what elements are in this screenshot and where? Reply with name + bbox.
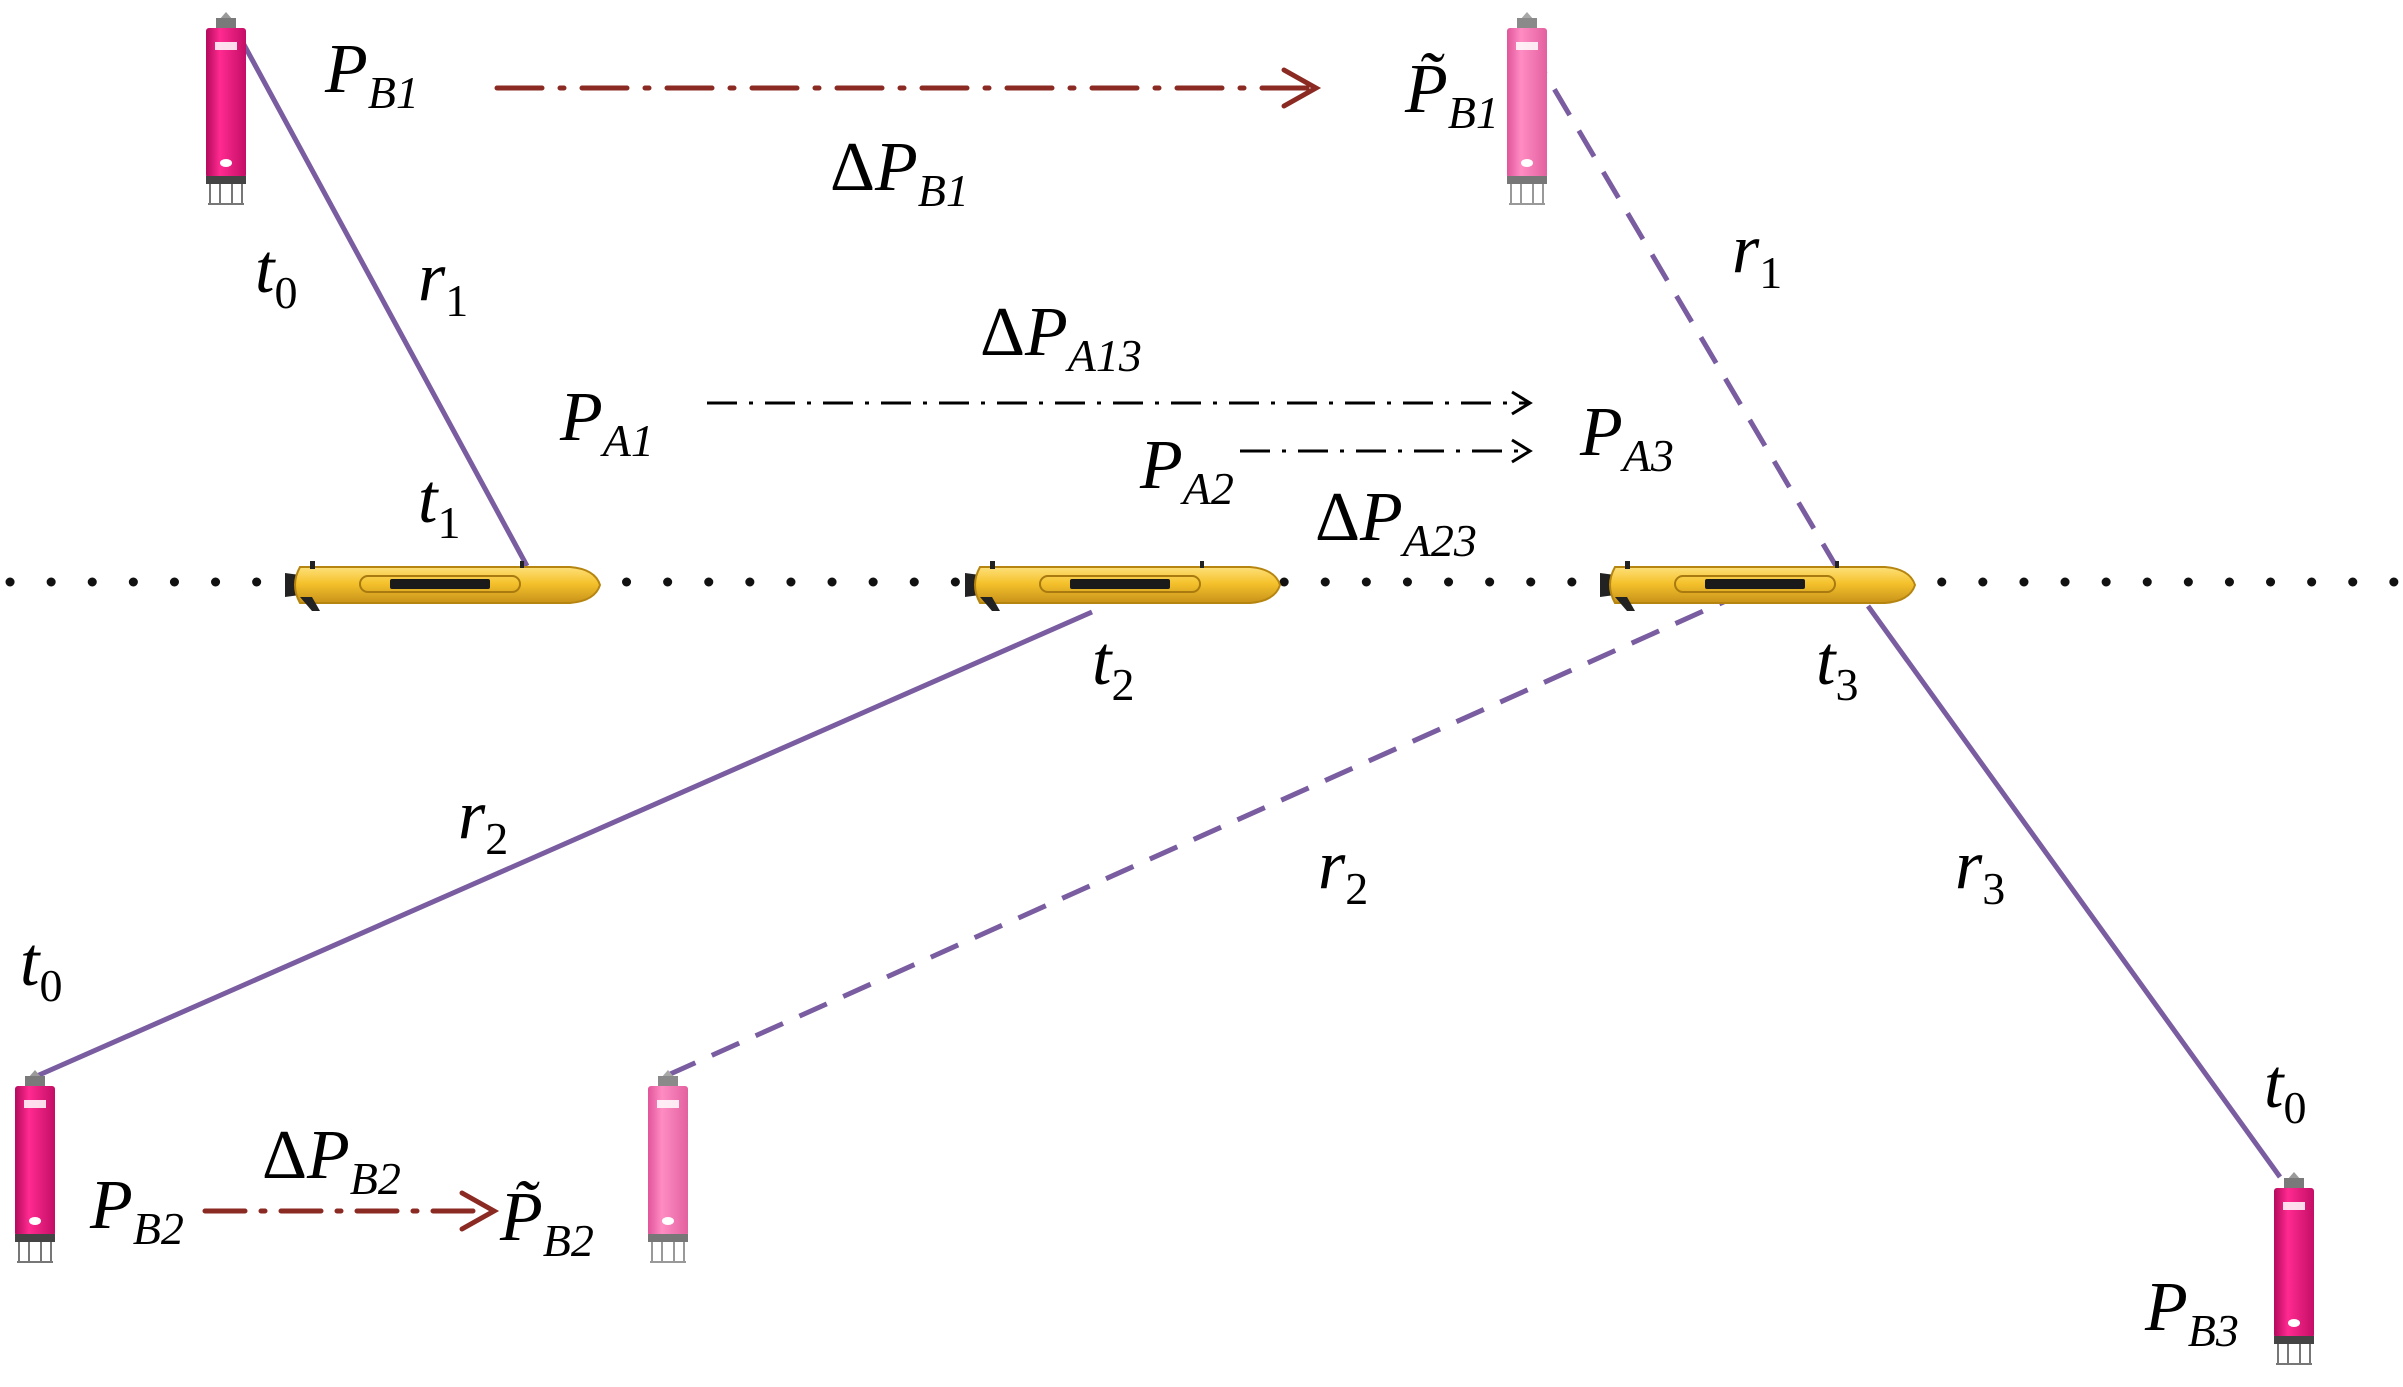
label-p-b3: PB3 xyxy=(2144,1269,2239,1356)
label-p-b2: PB2 xyxy=(89,1167,184,1254)
label-r1-solid: r1 xyxy=(418,239,468,326)
beacon-b2 xyxy=(14,1069,56,1263)
label-r3: r3 xyxy=(1955,827,2005,914)
range-r3-solid xyxy=(1865,604,2283,1179)
label-r1-dashed: r1 xyxy=(1732,211,1782,298)
label-delta-p-a13: ΔPA13 xyxy=(980,294,1142,381)
range-r1-dashed xyxy=(1527,46,1839,568)
label-p-a2: PA2 xyxy=(1139,427,1234,514)
auv-t2 xyxy=(964,560,1281,612)
label-p-tilde-b1: P̃B1 xyxy=(1404,51,1499,138)
beacon-b2-moved xyxy=(647,1069,689,1263)
range-r2-dashed xyxy=(666,597,1730,1078)
label-p-b1: PB1 xyxy=(324,31,419,118)
range-r1-solid xyxy=(233,28,530,568)
beacon-b1-moved xyxy=(1506,11,1548,205)
range-r2-solid xyxy=(28,609,1094,1082)
label-t0-b2: t0 xyxy=(20,924,62,1011)
auv-t1 xyxy=(284,560,601,612)
label-delta-p-b1: ΔPB1 xyxy=(830,129,969,216)
label-t0-b1: t0 xyxy=(255,231,297,318)
label-r2-dashed: r2 xyxy=(1318,827,1368,914)
label-delta-p-a23: ΔPA23 xyxy=(1315,479,1477,566)
beacon-b1 xyxy=(205,11,247,205)
auv-shift-arrows xyxy=(707,390,1533,464)
label-p-a3: PA3 xyxy=(1579,394,1674,481)
label-delta-p-b2: ΔPB2 xyxy=(262,1117,401,1204)
label-t2: t2 xyxy=(1092,623,1134,710)
label-t0-b3: t0 xyxy=(2264,1046,2306,1133)
label-p-tilde-b2: P̃B2 xyxy=(499,1179,594,1266)
label-p-a1: PA1 xyxy=(559,379,654,466)
range-lines xyxy=(28,28,2283,1179)
label-t3: t3 xyxy=(1816,623,1858,710)
label-r2-solid: r2 xyxy=(458,777,508,864)
label-t1: t1 xyxy=(418,461,460,548)
auv-t3 xyxy=(1599,560,1916,612)
beacon-shift-arrows xyxy=(202,67,1322,1232)
beacon-b3 xyxy=(2273,1171,2315,1365)
